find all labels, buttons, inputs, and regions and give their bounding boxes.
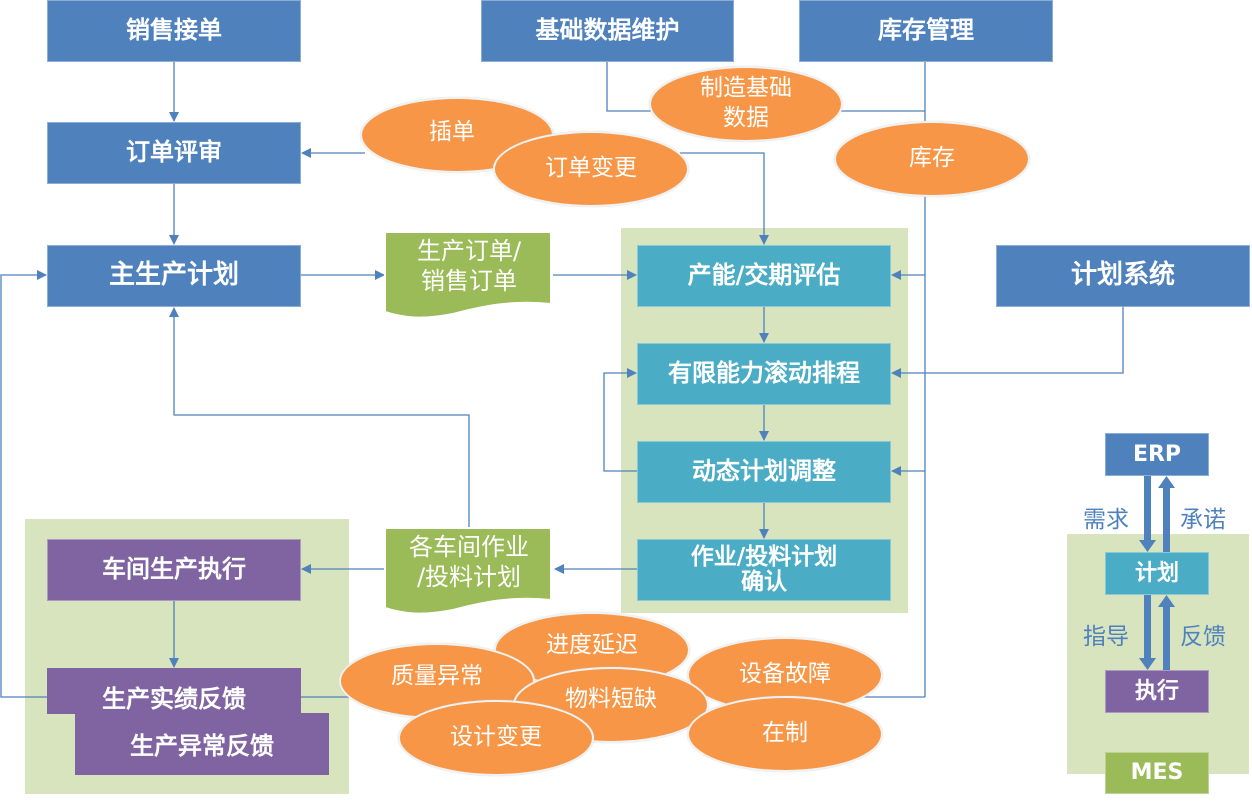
mes-box: MES — [1105, 752, 1209, 794]
step-label-line-1: 作业/投料计划 — [690, 543, 838, 570]
prod-sales-order-doc — [384, 231, 552, 319]
commit-label: 承诺 — [1180, 507, 1226, 533]
exception-label: 在制 — [762, 720, 808, 747]
arrow-workshopdoc-to-master — [169, 307, 470, 528]
inventory-mgmt-label: 库存管理 — [878, 16, 974, 45]
prod-sales-order-text: 生产订单/ 销售订单 — [385, 232, 553, 300]
step-label-line-2: 确认 — [741, 569, 787, 595]
sales-order-box: 销售接单 — [47, 0, 301, 62]
order-change-ellipse: 订单变更 — [493, 131, 689, 207]
base-data-box: 基础数据维护 — [481, 0, 734, 62]
actual-feedback-label: 生产实绩反馈 — [102, 685, 246, 714]
mfg-base-data-ellipse: 制造基础 数据 — [649, 66, 843, 142]
arrow-feedback-to-master — [0, 270, 47, 698]
mfg-base-data-line-2: 数据 — [723, 105, 769, 131]
mes-label: MES — [1130, 760, 1184, 786]
dynamic-adjust-box: 动态计划调整 — [637, 441, 891, 503]
doc-line-1: 生产订单/ — [416, 237, 522, 265]
master-plan-box: 主生产计划 — [47, 245, 301, 307]
demand-label: 需求 — [1083, 507, 1129, 533]
capacity-eval-box: 产能/交期评估 — [637, 245, 891, 307]
doc-line-2: /投料计划 — [416, 563, 522, 591]
step-label: 动态计划调整 — [692, 457, 836, 486]
plan-confirm-box: 作业/投料计划 确认 — [637, 539, 891, 601]
plan-label: 计划 — [1134, 560, 1179, 586]
doc-line-1: 各车间作业 — [409, 533, 529, 561]
step-label: 有限能力滚动排程 — [668, 359, 860, 388]
shop-execution-box: 车间生产执行 — [47, 539, 301, 601]
exception-ellipse-wip: 在制 — [687, 696, 883, 772]
exception-label: 质量异常 — [391, 663, 483, 690]
feedback-label: 反馈 — [1180, 624, 1226, 650]
insert-order-label: 插单 — [429, 119, 475, 146]
inventory-mgmt-box: 库存管理 — [799, 0, 1053, 62]
execute-label: 执行 — [1134, 678, 1179, 704]
doc-line-2: 销售订单 — [421, 267, 517, 295]
order-review-box: 订单评审 — [47, 122, 301, 184]
arrow-adjust-loop — [603, 368, 637, 472]
actual-feedback-box: 生产实绩反馈 — [47, 668, 301, 714]
inventory-label: 库存 — [909, 145, 955, 172]
master-plan-label: 主生产计划 — [108, 260, 239, 291]
shop-execution-label: 车间生产执行 — [102, 555, 246, 584]
exception-feedback-label: 生产异常反馈 — [130, 732, 274, 761]
arrow-change-to-capacity — [680, 152, 769, 245]
guide-label: 指导 — [1083, 624, 1129, 650]
workshop-plan-doc — [384, 527, 552, 615]
base-data-label: 基础数据维护 — [535, 16, 680, 45]
plan-system-label: 计划系统 — [1070, 260, 1175, 291]
inventory-ellipse: 库存 — [834, 121, 1030, 197]
plan-system-box: 计划系统 — [996, 245, 1250, 307]
execute-box: 执行 — [1105, 670, 1209, 713]
order-review-label: 订单评审 — [126, 138, 222, 167]
sales-order-label: 销售接单 — [126, 16, 222, 45]
exception-label: 设备故障 — [739, 661, 831, 688]
arrow-plansys-to-schedule — [891, 306, 1124, 378]
exception-label: 物料短缺 — [565, 686, 657, 713]
step-label: 产能/交期评估 — [687, 261, 841, 290]
rolling-schedule-box: 有限能力滚动排程 — [637, 343, 891, 405]
mfg-base-data-line-1: 制造基础 — [700, 75, 792, 102]
plan-box: 计划 — [1105, 552, 1209, 595]
erp-box: ERP — [1105, 433, 1209, 476]
exception-label: 设计变更 — [450, 724, 542, 751]
exception-feedback-box: 生产异常反馈 — [75, 713, 329, 775]
order-change-label: 订单变更 — [545, 155, 637, 182]
exception-ellipse-design: 设计变更 — [398, 700, 594, 776]
exception-label: 进度延迟 — [546, 632, 638, 659]
erp-label: ERP — [1132, 441, 1182, 467]
workshop-plan-text: 各车间作业 /投料计划 — [385, 528, 553, 596]
